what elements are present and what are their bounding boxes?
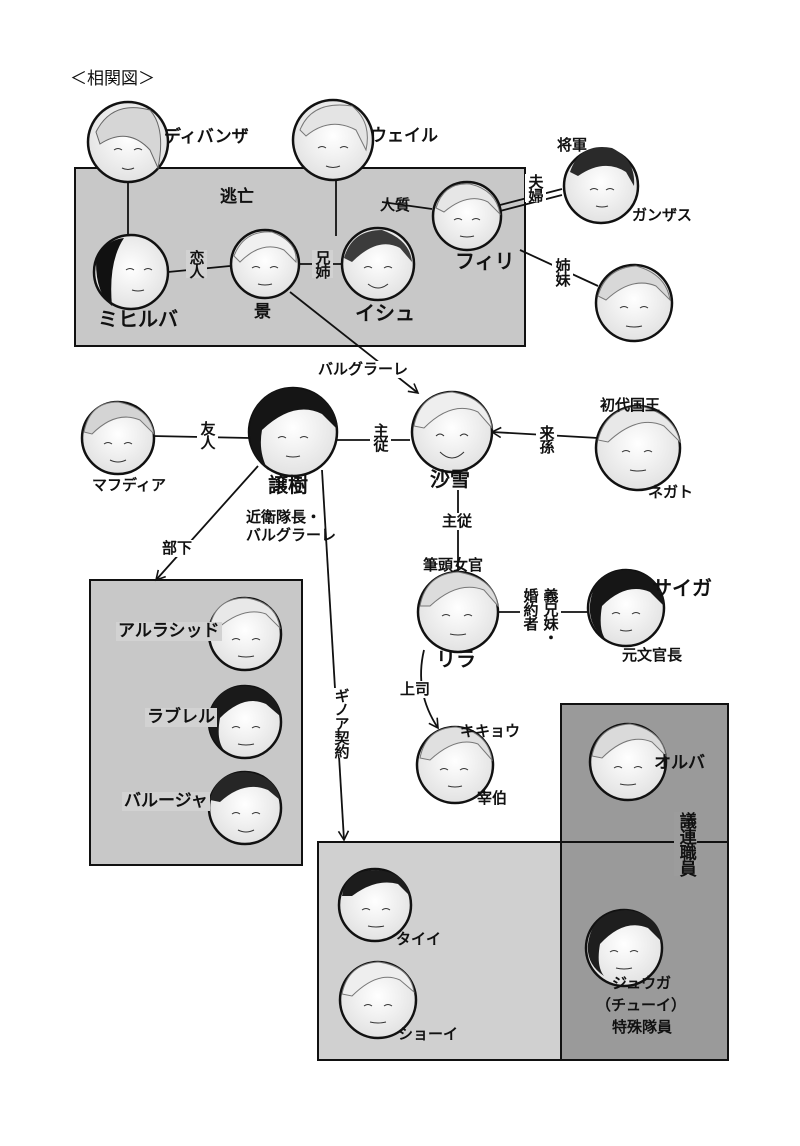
portrait-mihiruba <box>92 233 170 311</box>
portrait-ganzasu <box>562 147 640 225</box>
name-divanza: ディバンザ <box>164 127 249 147</box>
relation-ginoa: ギノア契約 <box>331 688 352 758</box>
relation-hitojichi: 人質 <box>380 196 411 214</box>
relation-gikyoudai: 義兄妹・ <box>540 588 561 644</box>
relation-konyaku: 婚約者 <box>520 588 541 630</box>
line-fufu-b <box>499 194 563 212</box>
relation-giren: 議連職員 <box>674 812 697 876</box>
portrait-barujya <box>207 770 283 846</box>
name-joju: 譲樹 <box>268 473 308 497</box>
relation-shuujuu2: 主従 <box>440 512 475 530</box>
name-motobun: 元文官長 <box>622 646 683 664</box>
portrait-kikyou-saihaku <box>415 725 495 805</box>
name-shoui: ショーイ <box>398 1025 459 1043</box>
portrait-rabureru <box>207 684 283 760</box>
name-barujya: バルージャ <box>122 791 210 811</box>
portrait-firi <box>431 180 503 252</box>
relation-joushi: 上司 <box>398 680 433 698</box>
name-taii: タイイ <box>396 930 442 948</box>
name-rira: リラ <box>436 647 476 671</box>
portrait-sayuki <box>410 390 494 474</box>
portrait-divanza <box>86 100 170 184</box>
portrait-weil <box>291 98 375 182</box>
portrait-saiga <box>586 568 666 648</box>
portrait-juuga <box>584 908 664 988</box>
name-firi: フィリ <box>455 249 515 273</box>
name-negato: ネガト <box>648 483 694 501</box>
name-saihaku: 宰伯 <box>477 789 508 807</box>
name-rabureru: ラブレル <box>145 707 217 727</box>
portrait-oruba <box>588 722 668 802</box>
name-tokushu: 特殊隊員 <box>612 1018 673 1036</box>
name-juuga: ジュウガ <box>612 974 671 992</box>
portrait-ishu <box>340 226 416 302</box>
portrait-firi-sister <box>594 263 674 343</box>
name-arurashiddo: アルラシッド <box>116 621 222 641</box>
relation-fuufu: 夫婦 <box>525 174 546 202</box>
name-oruba: オルバ <box>654 753 705 773</box>
portrait-kei <box>229 228 301 300</box>
portrait-shodai <box>594 404 682 492</box>
line-joju-subordinates <box>154 465 259 582</box>
name-ganzasu: ガンザス <box>632 206 692 224</box>
relation-konei-2: バルグラーレ <box>246 526 337 544</box>
name-kikyou: キキョウ <box>460 722 521 740</box>
line-joju-ginoa <box>321 469 350 842</box>
relation-kyoudai: 兄姉 <box>312 250 333 278</box>
group-label-escape: 逃亡 <box>220 187 254 207</box>
name-sayuki: 沙雪 <box>430 467 470 491</box>
portrait-joju <box>247 386 339 478</box>
portrait-shoui <box>338 960 418 1040</box>
relation-raison: 来孫 <box>536 425 557 453</box>
relation-shimai: 姉妹 <box>552 258 573 286</box>
relation-konei-1: 近衛隊長・ <box>246 508 322 526</box>
name-chuui: （チューイ） <box>596 996 687 1014</box>
name-mihiruba: ミヒルバ <box>98 307 178 331</box>
name-shogun: 将軍 <box>557 136 588 154</box>
name-hittou: 筆頭女官 <box>423 556 484 574</box>
name-shodai: 初代国王 <box>600 396 661 414</box>
portrait-arurashiddo <box>207 596 283 672</box>
name-mafudia: マフディア <box>92 476 166 494</box>
relation-barugurare: バルグラーレ <box>316 360 411 378</box>
line-firi-ishu <box>381 201 433 210</box>
relation-buka: 部下 <box>160 539 195 557</box>
relation-shuujuu1: 主従 <box>370 423 391 451</box>
name-saiga: サイガ <box>652 576 712 600</box>
name-weil: ウェイル <box>370 126 438 146</box>
portrait-mafudia <box>80 400 156 476</box>
name-ishu: イシュ <box>355 301 415 325</box>
relation-koibito: 恋人 <box>186 250 207 278</box>
portrait-rira <box>416 570 500 654</box>
chart-title: ＜相関図＞ <box>70 69 155 89</box>
portrait-taii <box>337 867 413 943</box>
relation-yuujin: 友人 <box>197 421 218 449</box>
name-kei: 景 <box>254 302 271 322</box>
